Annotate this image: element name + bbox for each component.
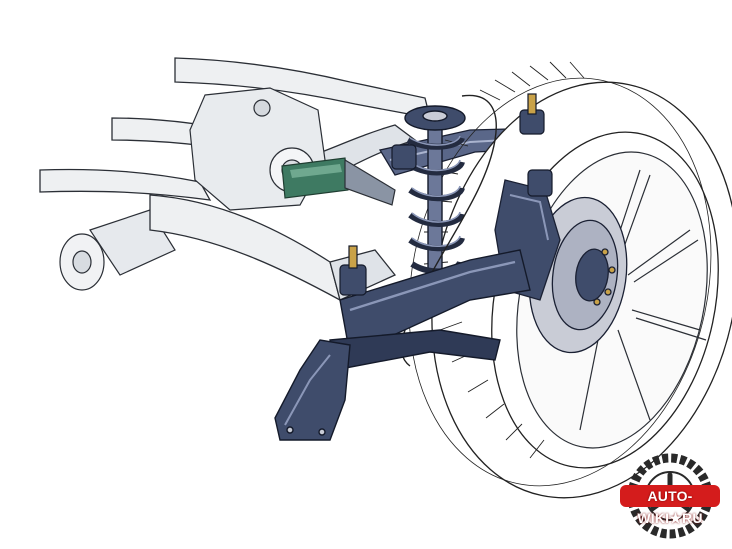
watermark-text: AUTO-WIKI★RU [637, 488, 703, 526]
driveshaft [281, 157, 396, 206]
lower-trailing-arm [329, 249, 531, 371]
bushings [339, 93, 553, 296]
tire-logo-icon [620, 453, 720, 539]
watermark-logo: AUTO-WIKI★RU [618, 453, 722, 539]
left-drive-flange [59, 209, 176, 291]
mounting-bracket [274, 339, 351, 441]
